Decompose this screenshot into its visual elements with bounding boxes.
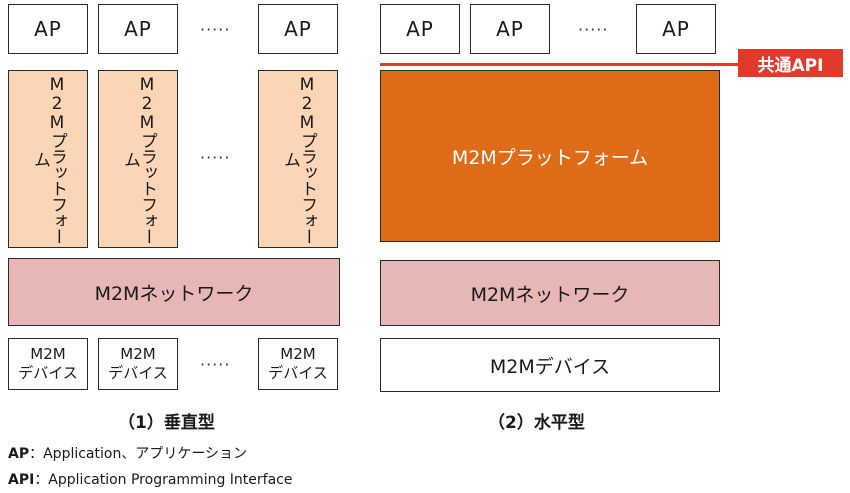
vertical-ap-2: AP [98,4,178,54]
horizontal-platform: M2Mプラットフォーム [380,70,720,242]
horizontal-ap-ellipsis: ····· [578,20,609,39]
vertical-device-3: M2M デバイス [258,338,338,390]
vertical-platform-1: M2Mプラットフォーム [8,70,88,248]
vertical-device-ellipsis: ····· [200,355,231,374]
vertical-ap-3: AP [258,4,338,54]
vertical-device-1: M2M デバイス [8,338,88,390]
vertical-platform-ellipsis: ····· [200,148,231,167]
horizontal-ap-2: AP [470,4,550,54]
legend-ap: AP：Application、アプリケーション [8,446,248,462]
vertical-caption: （1）垂直型 [118,413,215,433]
common-api-badge: 共通API [738,49,843,77]
common-api-line [380,63,740,66]
horizontal-network: M2Mネットワーク [380,260,720,326]
vertical-platform-3: M2Mプラットフォーム [258,70,338,248]
vertical-platform-2: M2Mプラットフォーム [98,70,178,248]
vertical-network: M2Mネットワーク [8,258,340,326]
horizontal-device: M2Mデバイス [380,338,720,392]
vertical-device-2: M2M デバイス [98,338,178,390]
horizontal-ap-1: AP [380,4,460,54]
horizontal-caption: （2）水平型 [488,413,585,433]
vertical-ap-1: AP [8,4,88,54]
legend-api: API：Application Programming Interface [8,472,293,488]
horizontal-ap-3: AP [636,4,716,54]
vertical-ap-ellipsis: ····· [200,20,231,39]
